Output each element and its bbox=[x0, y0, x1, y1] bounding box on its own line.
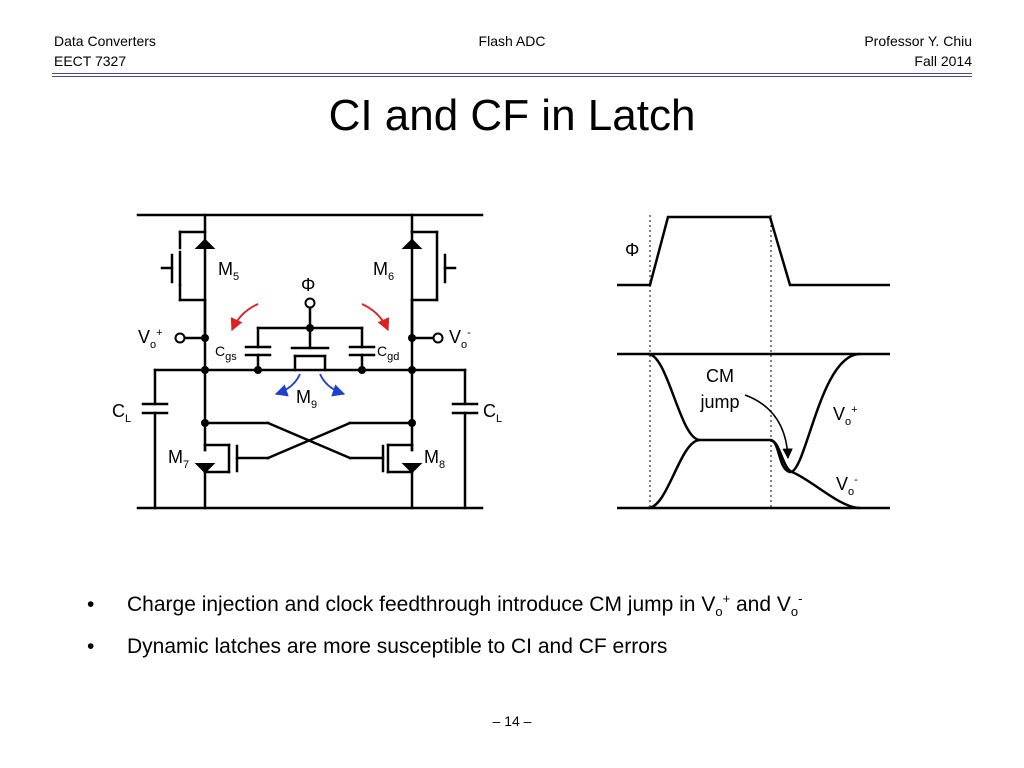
bullet-item: • Charge injection and clock feedthrough… bbox=[87, 590, 967, 620]
cl-right-capacitor bbox=[451, 368, 479, 510]
jump-label: jump bbox=[699, 392, 739, 412]
phi-label: Φ bbox=[301, 275, 315, 295]
ci-arrow-right bbox=[361, 303, 390, 332]
wave-vo-plus-label: Vo+ bbox=[833, 404, 858, 428]
m5-label: M5 bbox=[218, 259, 239, 283]
vo-minus-waveform bbox=[647, 438, 861, 510]
ci-arrow-left bbox=[230, 303, 259, 332]
timing-waveforms bbox=[617, 215, 890, 510]
wave-vo-minus-label: Vo- bbox=[836, 474, 858, 498]
header-left: Data Converters EECT 7327 bbox=[54, 31, 156, 71]
header-divider-double bbox=[52, 76, 972, 77]
cross-wire-2 bbox=[266, 421, 352, 460]
course-name: Data Converters bbox=[54, 33, 156, 49]
cgd-label: Cgd bbox=[377, 343, 399, 363]
charge-arrow-left bbox=[274, 373, 301, 397]
bullet-list: • Charge injection and clock feedthrough… bbox=[87, 590, 967, 674]
bullet-superscript: + bbox=[722, 591, 731, 606]
vo-minus-label: Vo- bbox=[449, 327, 471, 351]
timing-markers bbox=[649, 215, 772, 510]
topic: Flash ADC bbox=[478, 33, 546, 49]
vo-minus-terminal bbox=[432, 332, 444, 344]
bullet-subscript: o bbox=[790, 604, 799, 620]
charge-arrow-right bbox=[319, 373, 346, 397]
vo-plus-waveform bbox=[647, 352, 861, 474]
m8-transistor bbox=[381, 443, 414, 510]
page-number: – 14 – bbox=[492, 713, 532, 729]
junction-dots bbox=[201, 324, 416, 427]
terminals bbox=[174, 297, 444, 344]
cl-left-capacitor bbox=[141, 368, 169, 510]
bullet-text: Dynamic latches are more susceptible to … bbox=[127, 635, 668, 658]
cm-label: CM bbox=[706, 366, 734, 386]
latch-schematic bbox=[136, 213, 484, 510]
bullet-subscript: o bbox=[715, 604, 723, 620]
cgd-capacitor bbox=[348, 326, 376, 372]
m9-label: M9 bbox=[296, 387, 317, 411]
m6-transistor bbox=[410, 213, 457, 342]
bullet-item: • Dynamic latches are more susceptible t… bbox=[87, 632, 967, 662]
m8-label: M8 bbox=[424, 447, 445, 471]
bullet-text-mid: and V bbox=[730, 593, 791, 616]
slide-title: CI and CF in Latch bbox=[328, 91, 696, 140]
m5-transistor bbox=[160, 213, 207, 342]
phi-terminal bbox=[304, 297, 316, 309]
course-code: EECT 7327 bbox=[54, 53, 127, 69]
m6-label: M6 bbox=[373, 259, 394, 283]
cm-jump-arrow bbox=[744, 394, 793, 460]
header-right: Professor Y. Chiu Fall 2014 bbox=[864, 31, 972, 71]
m7-transistor bbox=[203, 443, 239, 510]
cl-left-label: CL bbox=[112, 401, 131, 425]
term: Fall 2014 bbox=[914, 53, 972, 69]
wave-phi-label: Φ bbox=[625, 240, 639, 260]
m9-transistor bbox=[256, 306, 364, 372]
header-center: Flash ADC bbox=[0, 31, 1024, 51]
vo-plus-label: Vo+ bbox=[138, 327, 163, 351]
header-divider bbox=[52, 73, 972, 74]
instructor: Professor Y. Chiu bbox=[864, 33, 972, 49]
bullet-marker: • bbox=[87, 635, 95, 658]
cl-right-label: CL bbox=[483, 401, 502, 425]
cgs-capacitor bbox=[244, 326, 272, 372]
bullet-marker: • bbox=[87, 593, 95, 616]
m7-label: M7 bbox=[168, 447, 189, 471]
bullet-text: Charge injection and clock feedthrough i… bbox=[127, 593, 716, 616]
transistor-arrows bbox=[194, 238, 423, 474]
bullet-superscript: - bbox=[798, 591, 803, 606]
cgs-label: Cgs bbox=[215, 343, 237, 363]
phi-waveform bbox=[617, 215, 890, 287]
vo-plus-terminal bbox=[174, 332, 186, 344]
